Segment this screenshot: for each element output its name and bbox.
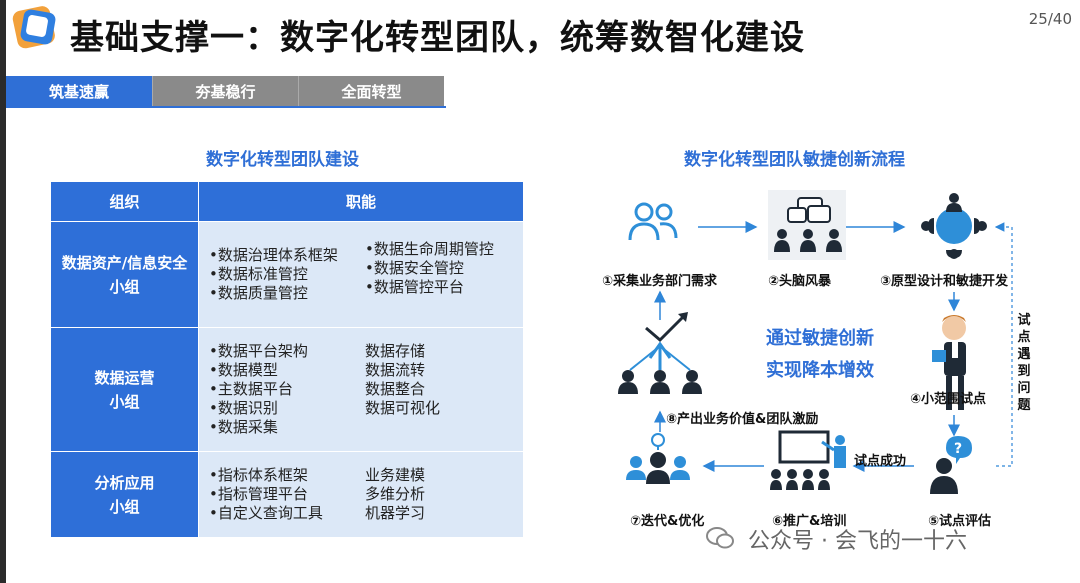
watermark-text: 公众号 · 会飞的一十六 (748, 523, 967, 555)
org-name-line1: 分析应用 (51, 471, 198, 495)
function-cell: •数据治理体系框架 •数据标准管控 •数据质量管控 •数据生命周期管控 •数据安… (199, 222, 524, 328)
users-icon (630, 204, 676, 240)
left-section-title: 数字化转型团队建设 (206, 145, 359, 170)
header-function: 职能 (199, 182, 524, 222)
agile-flow-diagram: ? (596, 180, 1066, 540)
org-name-line2: 小组 (51, 275, 198, 299)
function-item: 多维分析 (365, 485, 515, 504)
training-icon (770, 432, 846, 490)
slide: 基础支撑一：数字化转型团队，统筹数智化建设 25/40 筑基速赢 夯基稳行 全面… (6, 0, 1080, 583)
org-name: 数据资产/信息安全 小组 (51, 222, 199, 328)
step-2-label: ②头脑风暴 (768, 270, 831, 289)
function-item: 数据流转 (365, 361, 515, 380)
table-row: 分析应用 小组 •指标体系框架 •指标管理平台 •自定义查询工具 业务建模 多维… (51, 452, 524, 538)
step-4-label: ④小范围试点 (910, 388, 986, 407)
header-org: 组织 (51, 182, 199, 222)
function-list: •数据平台架构 •数据模型 •主数据平台 •数据识别 •数据采集 (209, 342, 365, 437)
tab-hangjiwenxing[interactable]: 夯基稳行 (152, 76, 298, 106)
function-item: 数据可视化 (365, 399, 515, 418)
org-name-line2: 小组 (51, 495, 198, 519)
function-list: •指标体系框架 •指标管理平台 •自定义查询工具 (209, 466, 365, 523)
org-name-line2: 小组 (51, 390, 198, 414)
question-person-icon: ? (930, 436, 972, 494)
svg-text:?: ? (954, 441, 962, 457)
tab-bar: 筑基速赢 夯基稳行 全面转型 (6, 76, 444, 106)
function-item: 数据存储 (365, 342, 515, 361)
brainstorm-icon (768, 190, 846, 260)
function-item: 机器学习 (365, 504, 515, 523)
step-1-label: ①采集业务部门需求 (602, 270, 717, 289)
table-row: 数据运营 小组 •数据平台架构 •数据模型 •主数据平台 •数据识别 •数据采集… (51, 328, 524, 452)
function-list: •数据生命周期管控 •数据安全管控 •数据管控平台 (365, 240, 515, 303)
growth-team-icon (618, 312, 702, 394)
function-item: •数据采集 (209, 418, 365, 437)
function-item: •自定义查询工具 (209, 504, 365, 523)
function-item: •数据识别 (209, 399, 365, 418)
org-name-line1: 数据运营 (51, 366, 198, 390)
step-3-label: ③原型设计和敏捷开发 (880, 270, 1008, 289)
step-8-label: ⑧产出业务价值&团队激励 (666, 408, 818, 427)
feedback-label: 试点遇到问题 (1016, 312, 1032, 414)
feedback-loop (996, 227, 1012, 466)
center-slogan-line2: 实现降本增效 (766, 356, 874, 382)
tab-underline (6, 106, 446, 108)
iterate-team-icon (626, 434, 690, 484)
tab-quanmianzhuanxing[interactable]: 全面转型 (298, 76, 444, 106)
function-item: •数据质量管控 (209, 284, 365, 303)
org-name: 分析应用 小组 (51, 452, 199, 538)
function-item: •指标管理平台 (209, 485, 365, 504)
function-item: •主数据平台 (209, 380, 365, 399)
table-row: 数据资产/信息安全 小组 •数据治理体系框架 •数据标准管控 •数据质量管控 •… (51, 222, 524, 328)
logo-icon (12, 5, 58, 51)
function-item: 数据整合 (365, 380, 515, 399)
page-number: 25/40 (1029, 10, 1072, 28)
meeting-table-icon (921, 193, 987, 259)
function-list: 业务建模 多维分析 机器学习 (365, 466, 515, 523)
function-item: •数据平台架构 (209, 342, 365, 361)
function-item: •数据标准管控 (209, 265, 365, 284)
function-item: •数据管控平台 (365, 278, 515, 297)
function-item: •数据模型 (209, 361, 365, 380)
org-name: 数据运营 小组 (51, 328, 199, 452)
function-item: •数据治理体系框架 (209, 246, 365, 265)
org-name-line1: 数据资产/信息安全 (51, 251, 198, 275)
table-header-row: 组织 职能 (51, 182, 524, 222)
function-item: 业务建模 (365, 466, 515, 485)
success-label: 试点成功 (854, 450, 906, 469)
function-item: •数据生命周期管控 (365, 240, 515, 259)
function-item: •数据安全管控 (365, 259, 515, 278)
function-item: •指标体系框架 (209, 466, 365, 485)
wechat-icon (706, 527, 734, 549)
tab-zhujisuying[interactable]: 筑基速赢 (6, 76, 152, 106)
function-list: •数据治理体系框架 •数据标准管控 •数据质量管控 (209, 246, 365, 303)
function-list: 数据存储 数据流转 数据整合 数据可视化 (365, 342, 515, 418)
step-7-label: ⑦迭代&优化 (630, 510, 704, 529)
page-title: 基础支撑一：数字化转型团队，统筹数智化建设 (70, 10, 805, 59)
function-cell: •数据平台架构 •数据模型 •主数据平台 •数据识别 •数据采集 数据存储 数据… (199, 328, 524, 452)
right-section-title: 数字化转型团队敏捷创新流程 (684, 145, 905, 170)
function-cell: •指标体系框架 •指标管理平台 •自定义查询工具 业务建模 多维分析 机器学习 (199, 452, 524, 538)
org-table: 组织 职能 数据资产/信息安全 小组 •数据治理体系框架 •数据标准管控 •数据… (50, 181, 524, 538)
center-slogan-line1: 通过敏捷创新 (766, 324, 874, 350)
